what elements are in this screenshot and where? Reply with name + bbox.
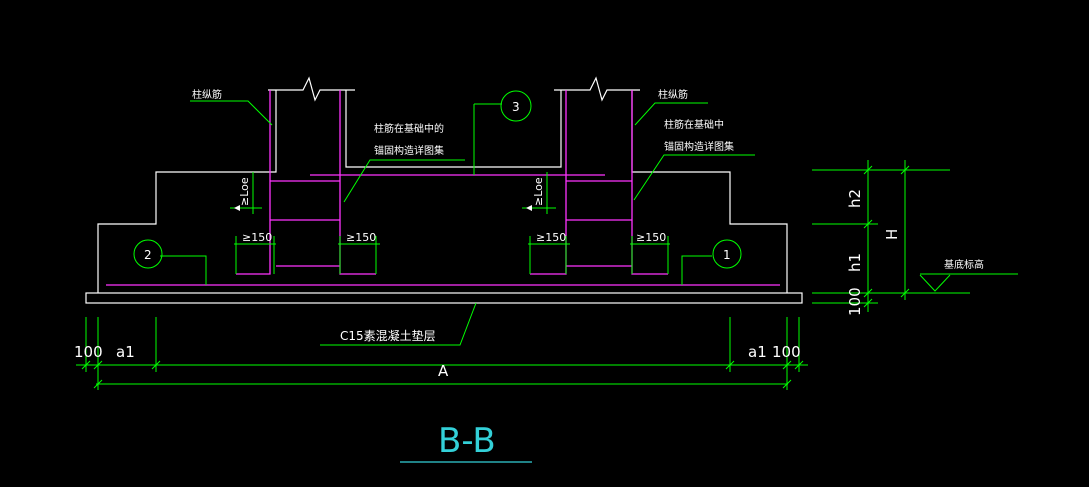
tick	[782, 360, 792, 370]
tick	[863, 219, 873, 229]
dim-h2: h2	[846, 189, 864, 208]
column-break-lines	[268, 76, 640, 102]
tick	[725, 360, 735, 370]
label-base-elevation: 基底标高	[944, 258, 984, 271]
tick	[900, 165, 910, 175]
leader-callout-2	[160, 255, 207, 285]
tick	[93, 379, 103, 389]
dimensions	[76, 160, 950, 390]
label-anchorage-right-1: 柱筋在基础中	[664, 118, 724, 131]
dim-loe-right: ≥Loe	[532, 177, 545, 206]
label-cushion: C15素混凝土垫层	[340, 328, 436, 343]
label-anchorage-left-2: 锚固构造详图集	[374, 144, 444, 157]
dim-left-a1: a1	[116, 343, 135, 361]
leader-column-bars-right	[634, 102, 708, 126]
dim-left-100: 100	[74, 343, 103, 361]
loe-right-arrow	[526, 205, 532, 211]
callout-3-label: 3	[512, 100, 520, 114]
foundation-outline-center	[345, 90, 562, 168]
dim-right-a1: a1	[748, 343, 767, 361]
tick	[863, 165, 873, 175]
label-column-bars-right: 柱纵筋	[658, 88, 688, 101]
callout-1-circle	[712, 239, 742, 269]
tick	[782, 379, 792, 389]
label-column-bars-left: 柱纵筋	[192, 88, 222, 101]
leader-column-bars-left	[190, 100, 273, 126]
dim-150-right-1: ≥150	[536, 231, 566, 244]
tick	[863, 298, 873, 308]
label-anchorage-right-2: 锚固构造详图集	[664, 140, 734, 153]
leader-anchorage-right	[633, 154, 755, 201]
foundation-outline-left	[97, 90, 277, 293]
tick	[863, 288, 873, 298]
dim-h1: h1	[846, 253, 864, 272]
left-column-break	[268, 76, 355, 102]
section-title: B-B	[438, 421, 496, 461]
dim-A: A	[438, 362, 449, 380]
loe-left-arrow	[234, 205, 240, 211]
dim-right-100: 100	[772, 343, 801, 361]
dim-150-left-2: ≥150	[346, 231, 376, 244]
tick	[93, 360, 103, 370]
dim-H: H	[883, 229, 901, 240]
dim-150-left-1: ≥150	[242, 231, 272, 244]
rebar	[106, 90, 780, 286]
callout-3-circle	[500, 90, 532, 122]
leader-callout-1	[681, 255, 712, 285]
callout-2-circle	[133, 239, 163, 269]
tick	[151, 360, 161, 370]
tick	[794, 360, 804, 370]
right-column-break	[554, 76, 640, 102]
elevation-triangle	[919, 274, 951, 292]
label-anchorage-left-1: 柱筋在基础中的	[374, 122, 444, 135]
cushion-layer	[85, 292, 803, 304]
callout-2-label: 2	[144, 248, 152, 262]
leaders	[133, 90, 1018, 346]
dim-150-right-2: ≥150	[636, 231, 666, 244]
tick	[81, 360, 91, 370]
loe-arrows	[234, 205, 532, 211]
leader-cushion	[320, 302, 477, 346]
dim-v100: 100	[846, 287, 864, 316]
dim-loe-left: ≥Loe	[238, 177, 251, 206]
leader-anchorage-left	[343, 159, 465, 203]
callout-1-label: 1	[723, 248, 731, 262]
left-column-bar-outer	[236, 90, 271, 275]
